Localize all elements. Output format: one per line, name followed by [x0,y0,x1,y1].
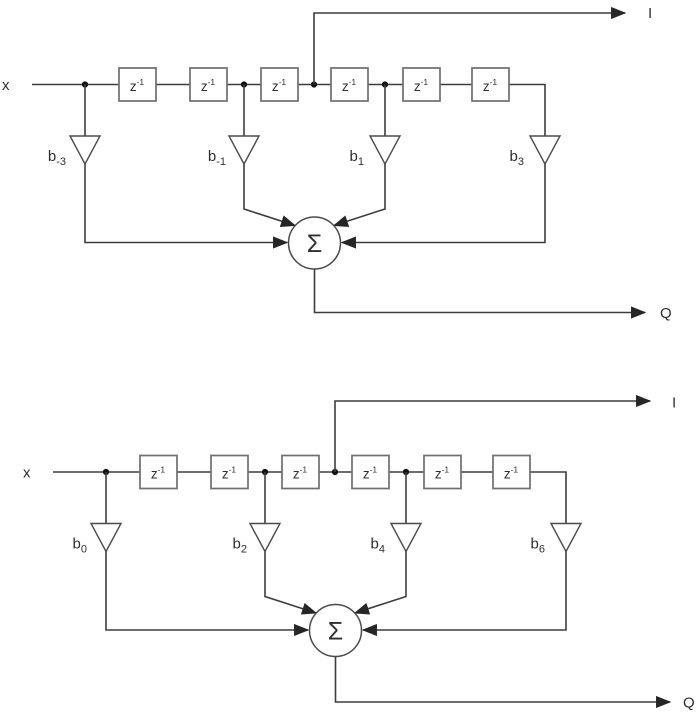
tap-branch: b2 [233,472,318,615]
delay-block-label: z-1 [414,77,429,94]
tap-branch: b4 [353,472,423,615]
tap-branch: b-1 [208,84,297,227]
signal-wire-corner [530,471,567,524]
tap-to-summer-arrow [264,551,318,615]
tap-gain-label: b2 [233,536,247,556]
gain-triangle [248,522,282,553]
tap-gain-label: b1 [350,148,364,168]
tap-gain-label: b4 [371,536,385,556]
gain-triangle [549,522,583,553]
delay-block-label: z-1 [272,77,287,94]
delay-block-label: z-1 [293,465,308,482]
delay-block-label: z-1 [151,465,166,482]
delay-block: z-1 [189,67,228,102]
delay-block: z-1 [330,67,369,102]
tap-branch: b6 [361,522,583,637]
delay-block-label: z-1 [504,465,519,482]
delay-block-label: z-1 [201,77,216,94]
tap-branch: b1 [332,84,402,227]
delay-block-label: z-1 [363,465,378,482]
delay-block: z-1 [210,454,249,490]
tap-to-summer-arrow [332,164,386,227]
q-output-arrow [334,656,672,709]
i-output-label: I [672,395,676,412]
delay-block: z-1 [423,454,462,490]
q-output-label: Q [683,695,695,712]
delay-block: z-1 [471,67,510,102]
gain-triangle [528,135,562,166]
delay-block: z-1 [492,454,531,490]
tap-to-summer-arrow [340,164,546,249]
signal-wire-corner [509,83,546,136]
delay-block: z-1 [281,454,320,490]
input-label: x [23,465,31,482]
tap-gain-label: b6 [531,536,545,556]
delay-block-label: z-1 [435,465,450,482]
tap-to-summer-arrow [243,164,297,227]
tap-branch: b3 [340,135,562,249]
i-output-arrow [313,6,627,85]
tap-gain-label: b3 [510,148,524,168]
tap-branch: b-3 [48,84,289,249]
q-output-label: Q [660,305,672,322]
q-output-arrow [313,269,647,319]
summer-symbol: Σ [307,230,322,258]
delay-block: z-1 [351,454,390,490]
delay-block-label: z-1 [342,77,357,94]
delay-block: z-1 [402,67,441,102]
gain-triangle [227,135,261,166]
fir-diagram-odd-taps: x z-1 z-1 z-1 z-1 z-1 [2,5,672,322]
tap-to-summer-arrow [105,551,310,637]
input-label: x [2,77,10,94]
i-output-label: I [648,5,652,22]
tap-gain-label: b-1 [208,148,226,168]
summer-symbol: Σ [328,618,343,646]
tap-to-summer-arrow [353,551,407,615]
delay-block-label: z-1 [483,77,498,94]
delay-block: z-1 [139,454,178,490]
tap-to-summer-arrow [84,164,289,249]
delay-block: z-1 [118,67,157,102]
tap-gain-label: b0 [73,536,87,556]
gain-triangle [368,135,402,166]
tap-to-summer-arrow [361,551,567,637]
gain-triangle [389,522,423,553]
gain-triangle [68,135,102,166]
delay-block: z-1 [260,67,299,102]
delay-block-label: z-1 [222,465,237,482]
tap-branch: b0 [73,472,310,637]
fir-diagram-even-taps: x z-1 z-1 z-1 z-1 z-1 [23,395,695,712]
delay-block-label: z-1 [130,77,145,94]
tap-gain-label: b-3 [48,148,66,168]
gain-triangle [89,522,123,553]
i-output-arrow [334,394,652,472]
